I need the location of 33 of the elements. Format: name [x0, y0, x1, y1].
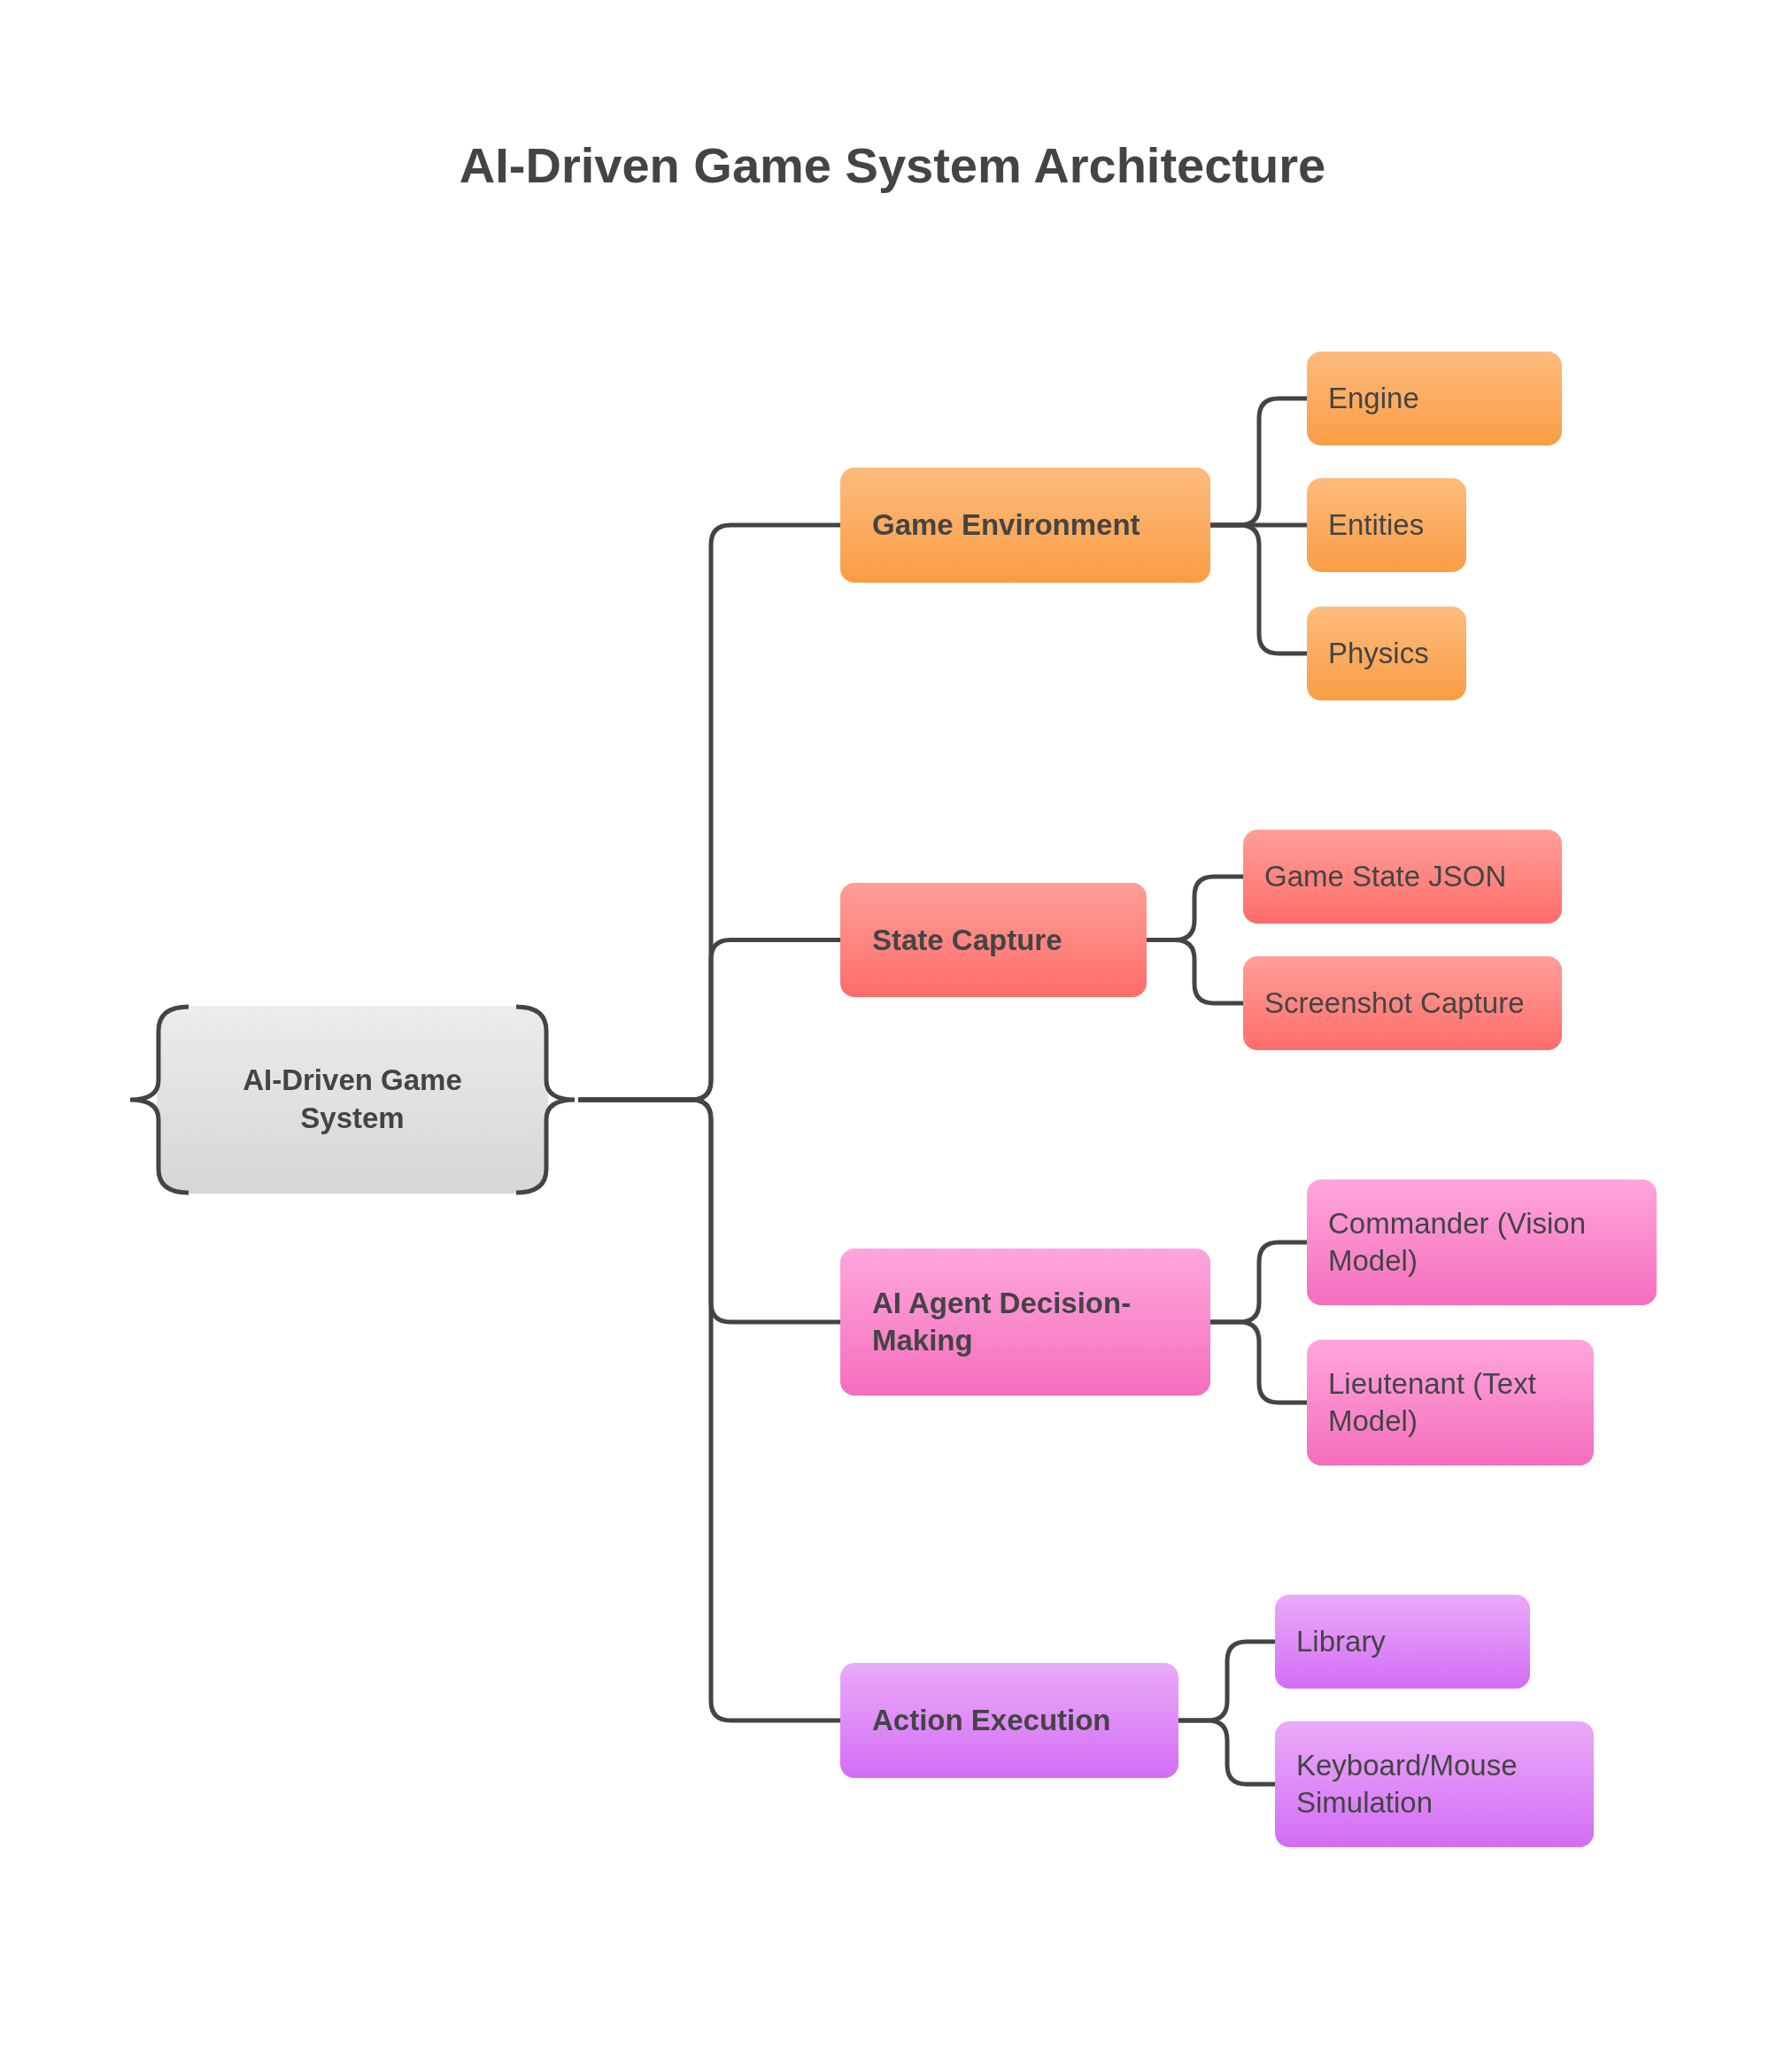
node-label: AI-Driven Game System — [242, 1063, 463, 1136]
connector-line — [1147, 938, 1243, 1006]
category-box — [840, 883, 1147, 997]
item-box — [1275, 1721, 1594, 1847]
category-box — [840, 1663, 1178, 1778]
item-box — [1307, 1340, 1594, 1465]
connector-line — [1210, 522, 1307, 656]
connector-line — [1210, 1319, 1307, 1405]
node-label: AI Agent Decision-Making — [872, 1286, 1132, 1358]
item-box — [1307, 607, 1466, 700]
item-box — [1307, 352, 1562, 445]
node-label: State Capture — [872, 922, 1063, 958]
node-label: Game State JSON — [1264, 859, 1508, 895]
category-box — [840, 1249, 1210, 1396]
node-label: Action Execution — [872, 1703, 1112, 1739]
connector-line — [578, 1097, 840, 1723]
node-label: Library — [1296, 1624, 1387, 1660]
node-label: Engine — [1328, 381, 1420, 417]
node-label: Commander (Vision Model) — [1328, 1206, 1587, 1279]
node-label: Physics — [1328, 636, 1430, 672]
node-label: Lieutenant (Text Model) — [1328, 1366, 1537, 1439]
node-label: Entities — [1328, 507, 1426, 544]
node-label: Game Environment — [872, 507, 1141, 544]
connector-line — [1178, 1718, 1275, 1787]
category-box — [840, 468, 1210, 583]
node-label: Keyboard/Mouse Simulation — [1296, 1748, 1518, 1821]
item-box — [1243, 956, 1562, 1050]
diagram-title: AI-Driven Game System Architecture — [458, 136, 1327, 195]
node-label: Screenshot Capture — [1264, 986, 1526, 1022]
item-box — [1275, 1595, 1530, 1689]
item-box — [1307, 1179, 1657, 1305]
item-box — [1307, 478, 1466, 572]
item-box — [1243, 830, 1562, 924]
